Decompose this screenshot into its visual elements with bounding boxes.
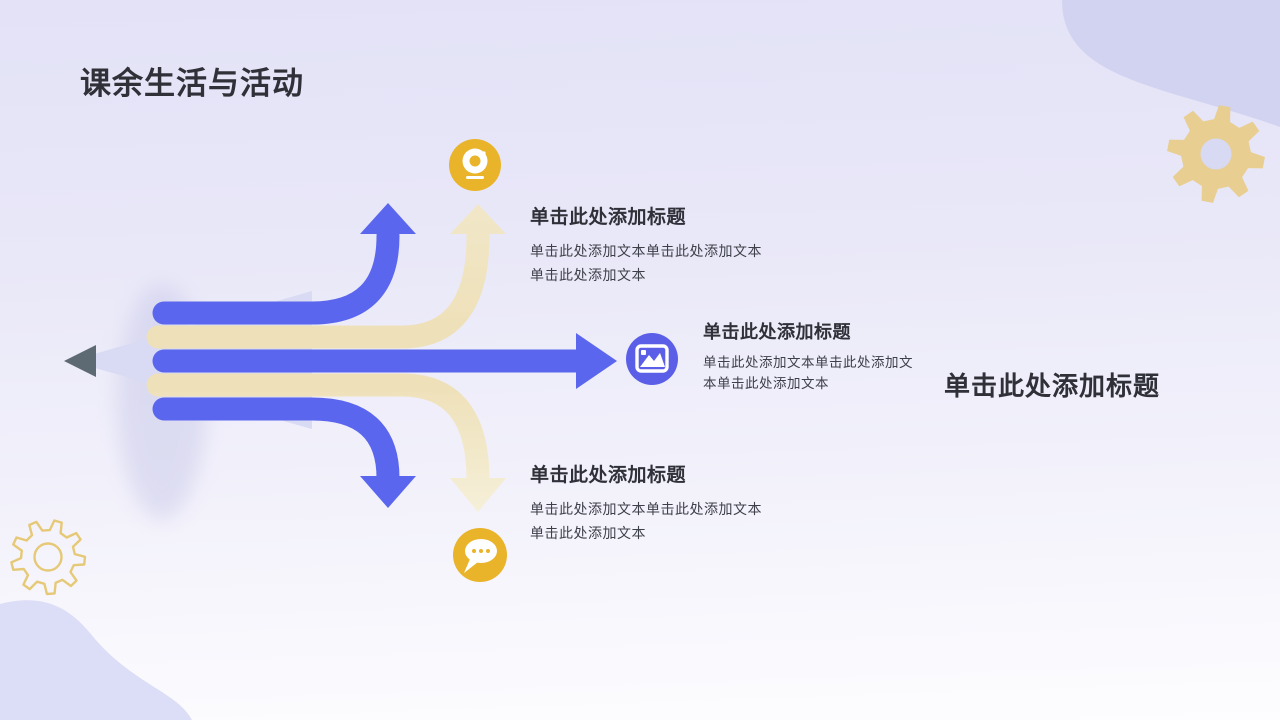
chat-bubble-icon xyxy=(453,528,507,582)
gear-outline-icon xyxy=(10,519,87,596)
gear-solid-icon xyxy=(1167,105,1265,203)
arrow-cream-down xyxy=(146,373,506,512)
arrow-blue-down xyxy=(152,397,416,508)
arrow-cream-up xyxy=(146,204,506,349)
block-title: 单击此处添加标题 xyxy=(530,207,687,228)
block-title: 单击此处添加标题 xyxy=(530,465,687,486)
block-body: 单击此处添加文本单击此处添加文本单击此处添加文本 xyxy=(703,355,913,391)
content-block-top: 单击此处添加标题 单击此处添加文本单击此处添加文本单击此处添加文本 xyxy=(530,202,772,287)
picture-icon xyxy=(626,333,678,385)
webcam-icon xyxy=(449,139,501,191)
background-blob-bottom-left xyxy=(0,600,192,720)
content-block-bottom: 单击此处添加标题 单击此处添加文本单击此处添加文本单击此处添加文本 xyxy=(530,460,772,545)
block-title: 单击此处添加标题 xyxy=(703,322,851,342)
block-body: 单击此处添加文本单击此处添加文本单击此处添加文本 xyxy=(530,243,762,283)
page-title: 课余生活与活动 xyxy=(80,66,304,101)
content-block-middle: 单击此处添加标题 单击此处添加文本单击此处添加文本单击此处添加文本 xyxy=(703,318,923,394)
arrow-blue-up xyxy=(152,203,416,325)
arrow-blue-right xyxy=(152,333,617,389)
side-title: 单击此处添加标题 xyxy=(944,371,1161,401)
background-blob-top-right xyxy=(1062,0,1280,127)
pencil-tip xyxy=(64,345,96,377)
block-body: 单击此处添加文本单击此处添加文本单击此处添加文本 xyxy=(530,501,762,541)
